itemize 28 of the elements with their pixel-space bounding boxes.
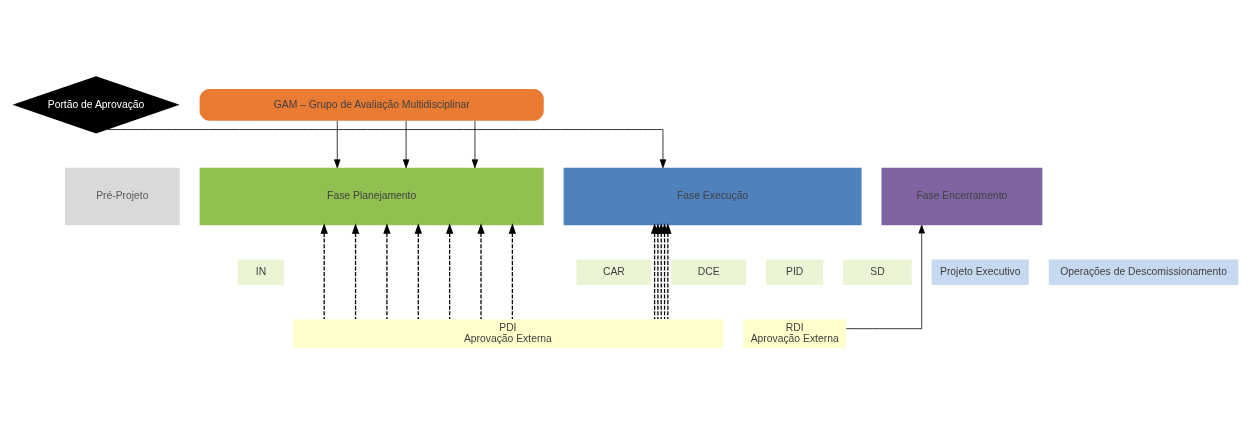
node-box: CAR (576, 258, 652, 285)
arrow (477, 222, 485, 320)
arrow (664, 222, 672, 320)
node-box: Operações de Descomissionamento (1048, 258, 1239, 285)
node-box: Pré-Projeto (65, 167, 180, 225)
node-box: GAM – Grupo de Avaliação Multidisciplinar (199, 88, 544, 121)
arrow (334, 119, 341, 168)
node-box: IN (237, 258, 285, 285)
node-diamond: Portão de Aprovação (12, 75, 180, 134)
node-box: Fase Execução (563, 167, 862, 225)
node-box: Fase Encerramento (881, 167, 1043, 225)
node-box: Projeto Executivo (931, 258, 1029, 285)
arrow (351, 222, 360, 320)
arrow (471, 119, 479, 168)
arrow (445, 222, 454, 320)
node-box: PDI Aprovação Externa (292, 318, 723, 348)
node-box: PID (766, 258, 824, 285)
arrow (383, 222, 391, 320)
arrow (107, 128, 667, 168)
arrow (320, 222, 328, 320)
node-box: RDI Aprovação Externa (743, 318, 847, 348)
node-box: DCE (671, 258, 747, 285)
arrow (414, 222, 422, 320)
node-box: SD (843, 258, 912, 285)
arrow (402, 119, 410, 168)
arrow (845, 224, 925, 329)
node-box: Fase Planejamento (199, 167, 544, 225)
arrow (508, 222, 517, 320)
